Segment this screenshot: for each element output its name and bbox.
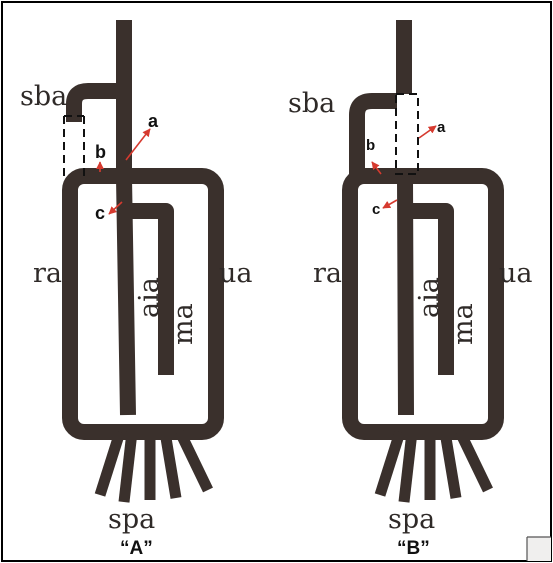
panel-a-label-b: b [95, 142, 106, 162]
panel-b-label-ua: ua [499, 258, 533, 289]
panel-a-label-sba: sba [20, 81, 67, 112]
panel-a-label-ua: ua [219, 258, 253, 289]
panel-a-label-c: c [95, 203, 105, 223]
panel-b-trunk-bottom [404, 170, 406, 415]
panel-a-label-a: a [148, 111, 159, 131]
panel-a-caption: “A” [120, 538, 153, 559]
panel-a-trunk [124, 20, 128, 415]
panel-b-label-ra: ra [313, 258, 342, 289]
panel-b-label-a: a [437, 119, 446, 136]
panel-a-label-spa: spa [108, 504, 155, 535]
panel-b-label-spa: spa [388, 504, 435, 535]
panel-b-label-sba: sba [288, 88, 335, 119]
panel-b-label-b: b [366, 137, 375, 154]
panel-a-label-aia: aia [134, 277, 165, 318]
panel-b-caption: “B” [397, 538, 430, 559]
panel-b-label-aia: aia [414, 277, 445, 318]
panel-a-label-ra: ra [33, 258, 62, 289]
panel-b-label-ma: ma [448, 303, 479, 345]
panel-b-label-c: c [372, 201, 380, 218]
panel-a-label-ma: ma [168, 303, 199, 345]
